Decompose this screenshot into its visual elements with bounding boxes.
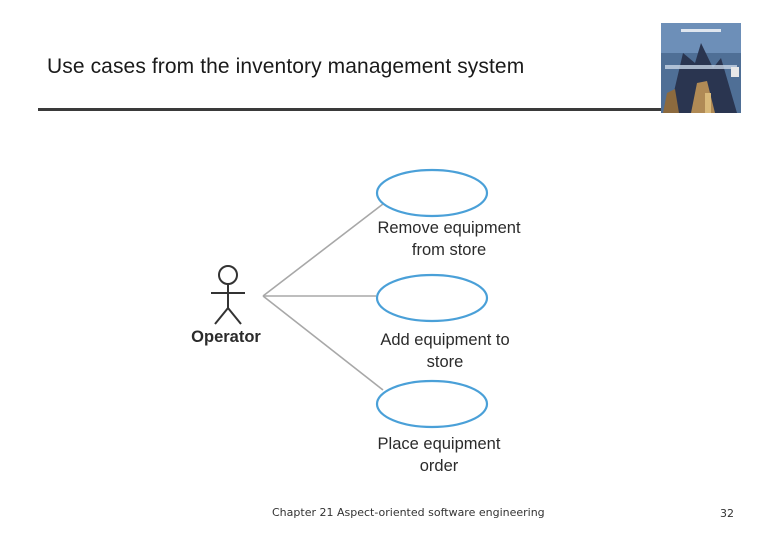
operator-actor-figure — [211, 265, 245, 325]
use-case-label-add-line2: store — [427, 353, 464, 371]
association-line-place — [262, 295, 384, 391]
association-lines — [262, 203, 384, 391]
actor-left-leg — [214, 307, 229, 325]
use-case-ellipse-add — [375, 273, 489, 323]
actor-right-leg — [227, 307, 242, 325]
use-case-label-place-line2: order — [420, 457, 459, 475]
use-case-label-remove-line1: Remove equipment — [377, 219, 520, 237]
actor-head — [218, 265, 238, 285]
use-case-label-place-line1: Place equipment — [378, 435, 501, 453]
use-case-label-add-line1: Add equipment to — [380, 331, 509, 349]
slide-footer: Chapter 21 Aspect-oriented software engi… — [272, 506, 545, 519]
actor-label: Operator — [191, 328, 261, 346]
title-divider — [38, 108, 662, 111]
slide-title: Use cases from the inventory management … — [47, 55, 525, 78]
use-case-ellipse-place — [375, 379, 489, 429]
book-cover-image — [661, 23, 741, 113]
page-number: 32 — [720, 507, 734, 520]
use-case-ellipse-remove — [375, 168, 489, 218]
use-case-label-remove-line2: from store — [412, 241, 486, 259]
association-line-remove — [262, 203, 384, 297]
